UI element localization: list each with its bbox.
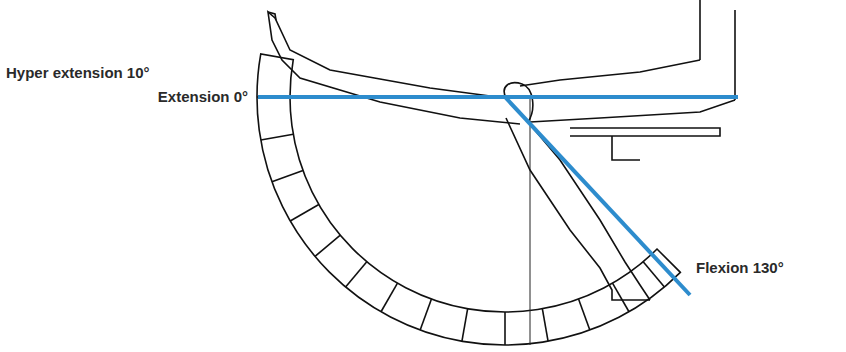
protractor-tick [613, 283, 630, 312]
leg-figure [268, 12, 735, 300]
angle-label: Flexion 130° [694, 259, 786, 277]
protractor-tick [290, 205, 319, 222]
protractor-tick [542, 309, 548, 341]
protractor-tick [315, 235, 340, 256]
angle-line [258, 97, 738, 295]
protractor-tick [504, 312, 506, 345]
seat [570, 0, 735, 160]
protractor-tick [346, 262, 367, 287]
reference-line [530, 97, 531, 345]
angle-label: Extension 0° [156, 88, 250, 106]
angle-label: Hyper extension 10° [4, 64, 152, 82]
protractor-tick [381, 283, 398, 312]
protractor-tick [420, 299, 431, 330]
protractor-tick [261, 134, 293, 140]
protractor-tick [272, 171, 303, 182]
protractor-tick [462, 309, 468, 341]
protractor-tick [579, 299, 590, 330]
